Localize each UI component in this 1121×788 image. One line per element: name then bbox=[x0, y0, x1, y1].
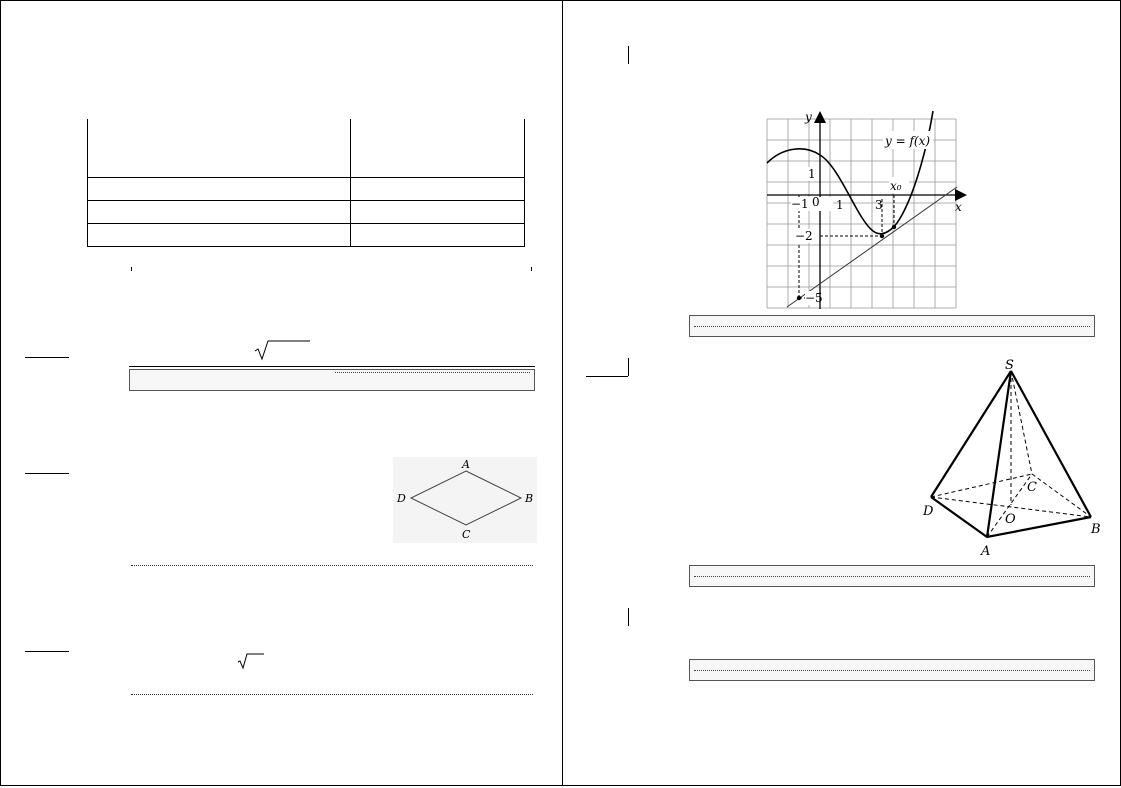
function-curve bbox=[766, 110, 934, 235]
visible-edge bbox=[985, 370, 1013, 538]
table-cell bbox=[87, 223, 351, 247]
point-marker bbox=[796, 295, 802, 301]
vertex-label-b: B bbox=[1090, 522, 1101, 537]
vertex-label-c: C bbox=[462, 528, 471, 541]
hidden-edge bbox=[930, 473, 1033, 498]
tangent-line bbox=[786, 186, 958, 308]
tick-label: x₀ bbox=[890, 179, 902, 193]
tick-label: −2 bbox=[795, 229, 813, 243]
sqrt-icon bbox=[237, 653, 264, 670]
point-marker bbox=[879, 233, 885, 239]
x-axis-label: x bbox=[955, 200, 962, 214]
task-number-line bbox=[628, 358, 629, 376]
answer-field[interactable] bbox=[129, 369, 535, 391]
y-axis-label: y bbox=[804, 110, 812, 124]
task-number-line bbox=[628, 608, 629, 626]
vertex-label-d: D bbox=[396, 492, 406, 505]
margin-mark bbox=[531, 267, 532, 271]
tick-label: 1 bbox=[836, 198, 844, 212]
answer-field[interactable] bbox=[689, 315, 1095, 337]
margin-mark bbox=[131, 267, 132, 271]
vertex-label-b: B bbox=[524, 492, 533, 505]
hidden-edge bbox=[1031, 473, 1092, 518]
answer-field[interactable] bbox=[689, 565, 1095, 587]
tick-label: 0 bbox=[812, 195, 820, 209]
table-row bbox=[87, 177, 525, 201]
table-cell bbox=[350, 119, 525, 178]
table-cell bbox=[87, 200, 351, 224]
function-label: y = f(x) bbox=[884, 134, 930, 148]
tick-label: −1 bbox=[791, 197, 809, 211]
table-cell bbox=[87, 177, 351, 201]
visible-edge bbox=[1010, 370, 1092, 518]
task-number-line bbox=[25, 473, 69, 474]
visible-edge bbox=[930, 370, 1012, 498]
vertex-label-d: D bbox=[922, 504, 934, 519]
table-cell bbox=[87, 119, 351, 178]
left-page: A B C D bbox=[0, 0, 563, 786]
table-row bbox=[87, 223, 525, 247]
table-cell bbox=[350, 223, 525, 247]
vertex-label-s: S bbox=[1005, 359, 1014, 373]
answer-field[interactable] bbox=[689, 659, 1095, 681]
answer-rule bbox=[129, 366, 535, 367]
hidden-edge bbox=[930, 496, 1092, 518]
sqrt-icon bbox=[254, 340, 310, 361]
vertex-label-c: C bbox=[1027, 480, 1037, 495]
data-table bbox=[87, 119, 525, 247]
tick-label: −5 bbox=[805, 291, 823, 305]
task-number-line bbox=[628, 46, 629, 64]
table-header-row bbox=[87, 119, 525, 178]
pyramid-figure: S A B C D O bbox=[922, 359, 1101, 559]
vertex-label-a: A bbox=[980, 544, 990, 559]
task-number-line bbox=[25, 357, 69, 358]
table-row bbox=[87, 200, 525, 224]
function-graph: y = f(x) y x −1 0 1 3 x₀ 1 −2 −5 bbox=[766, 110, 967, 309]
answer-line[interactable] bbox=[131, 565, 533, 566]
tick-label: 3 bbox=[875, 198, 883, 212]
table-cell bbox=[350, 177, 525, 201]
right-page: y = f(x) y x −1 0 1 3 x₀ 1 −2 −5 S A bbox=[562, 0, 1121, 786]
answer-line[interactable] bbox=[131, 694, 533, 695]
vertex-label-a: A bbox=[461, 458, 470, 471]
table-cell bbox=[350, 200, 525, 224]
task-number-line bbox=[25, 651, 69, 652]
x-axis-arrow-icon bbox=[955, 189, 967, 201]
point-marker bbox=[891, 224, 897, 230]
rhombus-figure: A B C D bbox=[393, 457, 537, 543]
vertex-label-o: O bbox=[1005, 512, 1016, 527]
hidden-edge bbox=[1010, 370, 1033, 475]
y-axis-arrow-icon bbox=[814, 111, 826, 123]
tick-label: 1 bbox=[808, 167, 816, 181]
hidden-edge bbox=[986, 473, 1033, 538]
task-number-line bbox=[586, 376, 628, 377]
